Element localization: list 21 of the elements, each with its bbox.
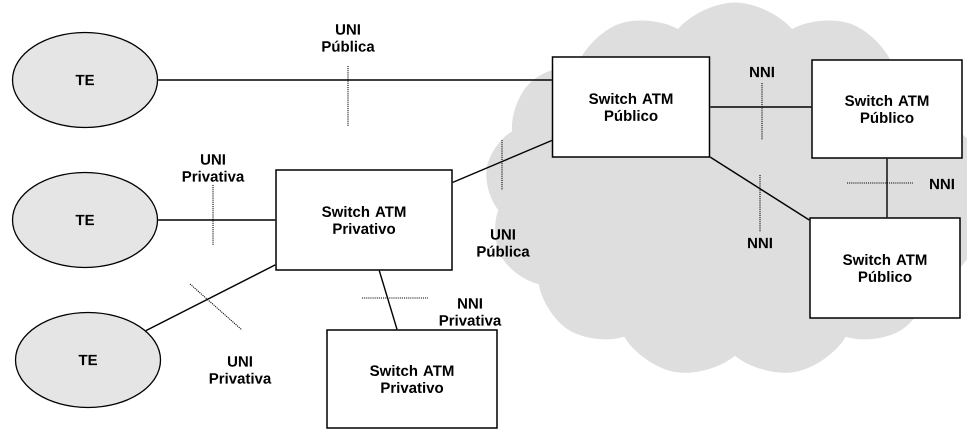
interface-label: UNI Pública (477, 229, 530, 257)
interface-label: NNI (750, 66, 774, 78)
connection-line (886, 158, 888, 218)
connection-line (378, 270, 398, 330)
interface-label: UNI Privativa (182, 154, 244, 182)
switch-box: Switch ATM Público (552, 56, 710, 158)
switch-box: Switch ATM Privativo (326, 329, 498, 429)
connection-line (710, 156, 810, 221)
interface-label: UNI Pública (322, 24, 375, 52)
switch-box: Switch ATM Público (809, 217, 961, 319)
connection-line (158, 219, 276, 221)
connection-line (146, 264, 276, 332)
interface-label: NNI Privativa (440, 298, 502, 326)
interface-label: NNI (748, 238, 772, 248)
switch-box: Switch ATM Público (811, 59, 963, 159)
connection-line (452, 140, 552, 184)
interface-label: UNI Privativa (210, 356, 272, 384)
connection-line (158, 79, 552, 81)
connection-line (710, 106, 812, 108)
switch-box: Switch ATM Privativo (275, 169, 453, 271)
interface-label: NNI (930, 178, 954, 190)
